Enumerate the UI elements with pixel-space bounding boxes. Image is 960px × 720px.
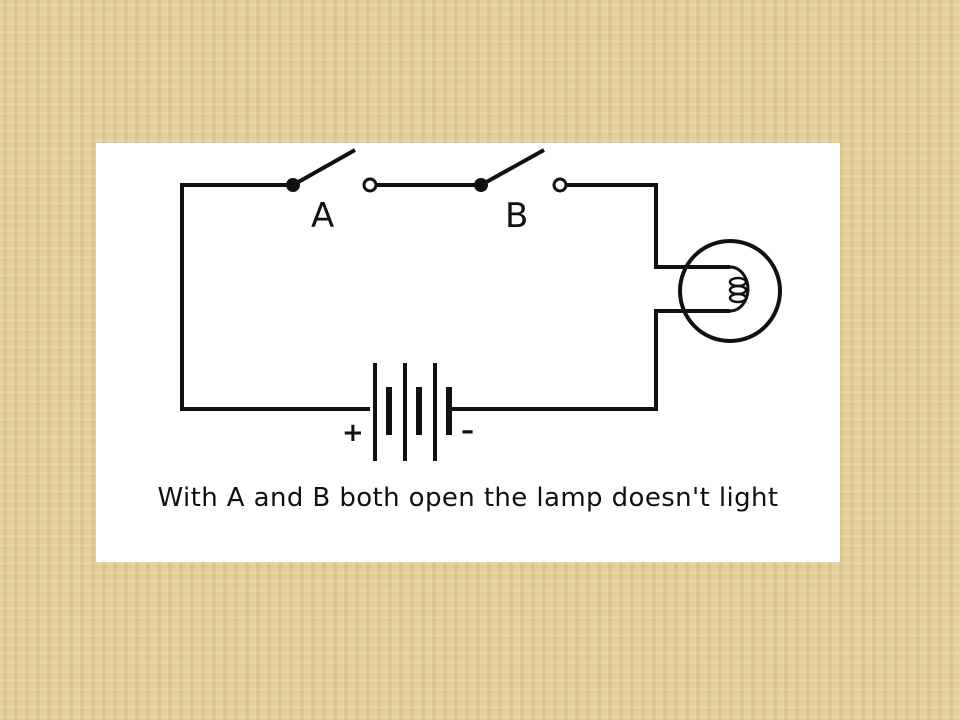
diagram-panel: A B + – [96,143,840,562]
switch-a-label: A [311,196,334,236]
circuit-diagram: A B + – [180,148,782,461]
switch-a [286,148,378,193]
switch-b-contact [552,177,568,193]
battery-positive-label: + [342,418,364,448]
switch-a-blade [292,148,356,187]
lamp-icon [676,239,782,343]
switch-b [474,148,568,193]
diagram-caption: With A and B both open the lamp doesn't … [157,483,779,513]
battery-negative-label: – [461,416,474,446]
wire-right [564,183,683,269]
switch-b-blade [480,148,545,187]
wire-left [180,183,370,411]
lamp-filament [728,276,748,304]
switch-a-contact [362,177,378,193]
battery-icon [373,363,452,461]
wire-return [446,309,683,411]
switch-b-label: B [505,196,528,236]
